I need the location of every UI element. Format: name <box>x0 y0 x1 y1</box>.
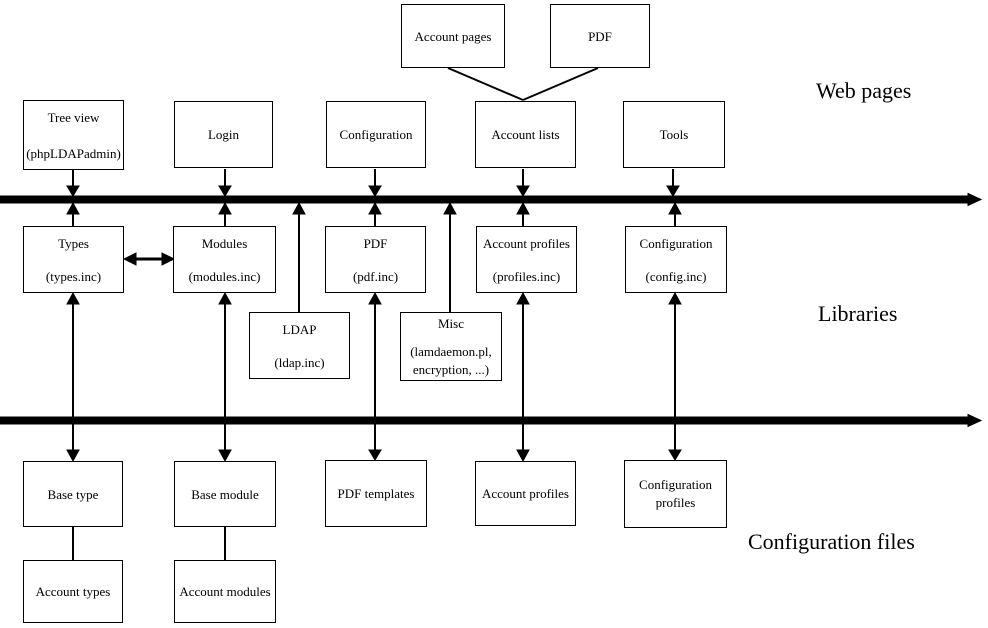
node-modules: Modules (modules.inc) <box>173 226 276 293</box>
node-subtitle-line1: (lamdaemon.pl, <box>410 344 492 359</box>
arrowhead-up <box>66 291 80 305</box>
arrowhead-up <box>218 291 232 305</box>
node-title: Configuration profiles <box>639 476 712 512</box>
node-title: Misc <box>438 316 464 331</box>
node-title: Account types <box>35 584 111 599</box>
node-tools: Tools <box>623 101 725 168</box>
node-account-lists: Account lists <box>475 101 576 168</box>
node-login: Login <box>174 101 273 168</box>
node-configuration-lib: Configuration (config.inc) <box>625 226 727 293</box>
node-subtitle-line2: encryption, ...) <box>412 362 490 377</box>
arrowhead-down <box>218 449 232 463</box>
node-subtitle: (profiles.inc) <box>492 269 561 284</box>
node-subtitle: (types.inc) <box>45 269 102 284</box>
node-title: Account modules <box>179 584 271 599</box>
node-title: Base module <box>191 486 259 502</box>
node-subtitle: (ldap.inc) <box>274 355 325 370</box>
arrowhead-up <box>292 201 306 215</box>
node-title: PDF <box>588 28 612 44</box>
node-subtitle: (phpLDAPadmin) <box>26 146 121 161</box>
node-pdf-page: PDF <box>550 4 650 68</box>
node-title: Base type <box>47 486 99 502</box>
node-account-profiles-file: Account profiles <box>475 461 576 526</box>
layer-label-libraries: Libraries <box>818 301 898 326</box>
node-title-line1: Configuration <box>639 477 712 492</box>
node-pdf-lib: PDF (pdf.inc) <box>325 226 426 293</box>
arrowhead-up <box>516 291 530 305</box>
bus-line-web-libraries <box>0 195 969 204</box>
arrowhead-up <box>516 201 530 215</box>
node-title: PDF <box>363 236 388 251</box>
node-subtitle: (config.inc) <box>645 269 707 284</box>
node-title: Configuration <box>639 236 713 251</box>
bus-line-files-right-tip <box>967 413 983 428</box>
node-title: LDAP <box>282 322 317 337</box>
arrowhead-up <box>443 201 457 215</box>
node-title: Configuration <box>339 127 413 142</box>
bus-line-libraries-files <box>0 416 969 425</box>
node-title: Account lists <box>491 127 560 142</box>
arrowhead-up <box>668 201 682 215</box>
arrowhead-down <box>666 185 680 197</box>
node-account-profiles-lib: Account profiles (profiles.inc) <box>476 226 577 293</box>
node-misc: Misc (lamdaemon.pl, encryption, ...) <box>400 312 502 381</box>
layer-label-configuration-files: Configuration files <box>748 529 915 554</box>
node-title: Account pages <box>414 28 492 44</box>
node-title: Account profiles <box>482 236 570 251</box>
node-base-module: Base module <box>174 461 276 527</box>
node-configuration-page: Configuration <box>326 101 426 168</box>
arrowhead-down <box>668 449 682 461</box>
layer-label-web-pages: Web pages <box>816 78 912 103</box>
node-tree-view: Tree view (phpLDAPadmin) <box>23 100 124 170</box>
arrowhead-right <box>161 252 176 266</box>
node-base-type: Base type <box>23 461 123 527</box>
connector-account-pages-to-account-lists <box>447 67 524 101</box>
node-pdf-templates: PDF templates <box>325 460 427 527</box>
arrowhead-up <box>66 201 80 215</box>
arrowhead-down <box>368 185 382 197</box>
node-types: Types (types.inc) <box>23 226 124 293</box>
arrowhead-up <box>668 291 682 305</box>
node-subtitle: (lamdaemon.pl, encryption, ...) <box>410 343 492 379</box>
node-title: Login <box>207 127 240 142</box>
node-title: Modules <box>201 236 248 251</box>
node-ldap: LDAP (ldap.inc) <box>249 312 350 379</box>
node-subtitle: (modules.inc) <box>188 269 261 284</box>
arrowhead-up <box>368 291 382 305</box>
arrowhead-left <box>122 252 137 266</box>
node-title: Types <box>58 236 89 251</box>
arrowhead-down <box>218 185 232 197</box>
node-configuration-profiles: Configuration profiles <box>624 460 727 528</box>
node-title: Tools <box>659 127 689 142</box>
node-title: Tree view <box>47 110 100 125</box>
node-account-pages: Account pages <box>401 4 505 68</box>
arrowhead-down <box>516 185 530 197</box>
node-subtitle: (pdf.inc) <box>352 269 399 284</box>
arrowhead-down <box>516 449 530 463</box>
node-account-modules: Account modules <box>174 560 276 623</box>
arrowhead-down <box>66 449 80 463</box>
node-title: Account profiles <box>481 486 569 501</box>
arrowhead-down <box>66 185 80 197</box>
bus-line-web-right-tip <box>967 192 983 207</box>
arrowhead-up <box>368 201 382 215</box>
arrowhead-down <box>368 449 382 461</box>
arrowhead-up <box>218 201 232 215</box>
node-title-line2: profiles <box>655 495 696 510</box>
node-title: PDF templates <box>337 486 415 501</box>
connector-pdf-page-to-account-lists <box>522 67 599 101</box>
node-account-types: Account types <box>23 560 123 623</box>
